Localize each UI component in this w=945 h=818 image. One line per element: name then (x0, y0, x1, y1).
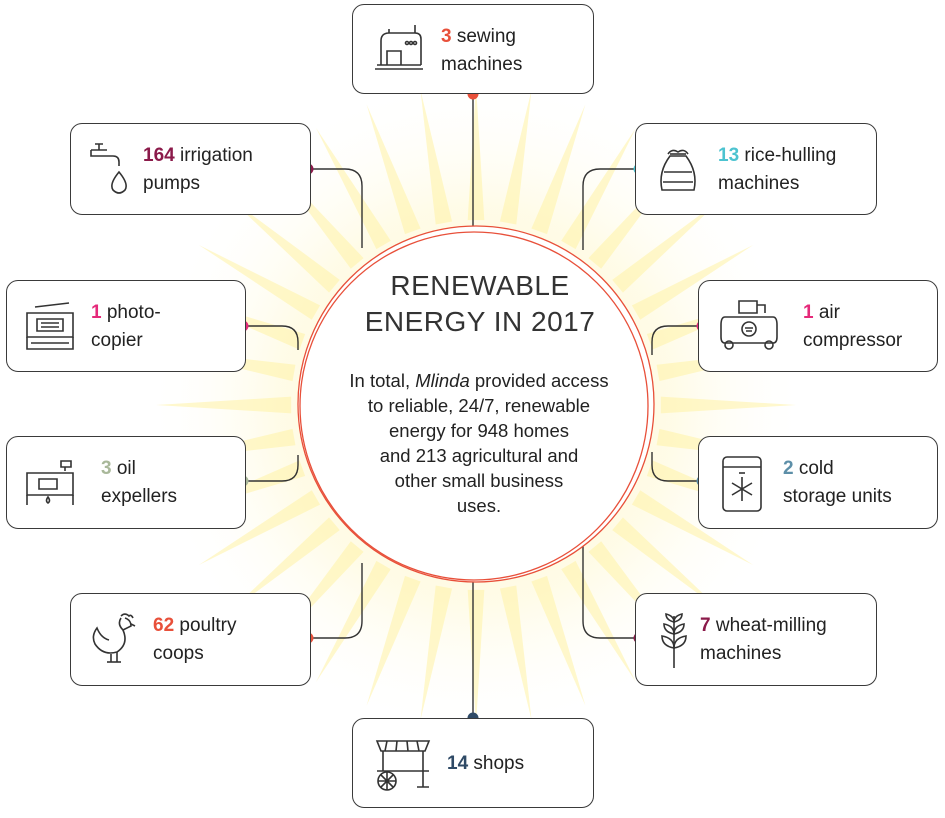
center-text-line6: uses. (456, 495, 502, 516)
irrigation-count: 164 (143, 145, 175, 166)
sun-ray (631, 245, 754, 320)
sun-ray (531, 575, 586, 706)
node-cold-storage-units: 2 cold storage units (698, 436, 938, 529)
node-wheat-milling-machines: 7 wheat-milling machines (635, 593, 877, 686)
sun-ray (499, 89, 532, 225)
irrigation-label: irrigation (174, 145, 253, 166)
sewing-label-line2: machines (441, 54, 523, 75)
node-oil-expellers: 3 oil expellers (6, 436, 246, 529)
node-poultry-coops: 62 poultry coops (70, 593, 311, 686)
center-title-line2: ENERGY IN 2017 (364, 306, 596, 337)
sun-ray (561, 127, 636, 250)
sewing-machine-icon (375, 25, 423, 70)
air-compressor-icon (720, 300, 778, 350)
rice-label: rice-hulling (739, 145, 837, 166)
sewing-count: 3 (441, 26, 452, 47)
cold-label-line2: storage units (783, 486, 892, 507)
snowflake-fridge-icon (722, 456, 762, 512)
node-irrigation-pumps: 164 irrigation pumps (70, 123, 311, 215)
poultry-label-line2: coops (153, 643, 204, 664)
node-rice-hulling-machines: 13 rice-hulling machines (635, 123, 877, 215)
sun-ray (420, 89, 453, 225)
rice-count: 13 (718, 145, 740, 166)
sun-ray (230, 517, 340, 611)
cold-label: cold (793, 458, 834, 479)
oil-count: 3 (101, 458, 112, 479)
sun-ray (499, 585, 532, 721)
irrigation-label-line2: pumps (143, 173, 201, 194)
sun-ray (156, 396, 292, 414)
sun-ray (366, 575, 421, 706)
node-photocopier: 1 photo- copier (6, 280, 246, 372)
shops-count: 14 (447, 753, 469, 774)
sun-ray (420, 585, 453, 721)
tap-drop-icon (90, 143, 127, 194)
node-air-compressor: 1 air compressor (698, 280, 938, 372)
oil-label-line2: expellers (101, 486, 178, 507)
sun-ray (660, 396, 796, 414)
center-text-line4: and 213 agricultural and (379, 445, 579, 466)
rice-sack-icon (660, 149, 696, 191)
sun-ray (467, 85, 485, 221)
wheat-label: wheat-milling (710, 615, 827, 636)
oil-label: oil (111, 458, 136, 479)
poultry-count: 62 (153, 615, 175, 636)
shops-label: shops (468, 753, 525, 774)
rooster-icon (92, 613, 136, 663)
sun-ray (467, 589, 485, 725)
market-cart-icon (375, 740, 431, 791)
sun-ray (366, 104, 421, 235)
center-text-line1: In total, Mlinda provided access (349, 370, 609, 391)
photocopier-label: photo- (101, 302, 161, 323)
sun-ray (631, 490, 754, 565)
center-text-line3: energy for 948 homes (389, 420, 569, 441)
center-ring-inner (299, 231, 649, 581)
photocopier-icon (26, 302, 74, 350)
sewing-label: sewing (451, 26, 516, 47)
wheat-icon (661, 612, 687, 668)
cold-count: 2 (783, 458, 794, 479)
photocopier-label-line2: copier (91, 330, 143, 351)
rice-label-line2: machines (718, 173, 800, 194)
sun-ray (561, 560, 636, 683)
sun-ray (230, 199, 340, 293)
mlinda-name: Mlinda (415, 370, 470, 391)
sun-ray (531, 104, 586, 235)
sun-ray (198, 490, 321, 565)
center-title-line1: RENEWABLE (390, 270, 570, 301)
wheat-label-line2: machines (700, 643, 782, 664)
wheat-count: 7 (700, 615, 711, 636)
center-ring-outer (297, 225, 655, 583)
sun-ray (198, 245, 321, 320)
connector-lines (243, 94, 702, 718)
center-description: In total, Mlinda provided access to reli… (312, 368, 646, 518)
air-count: 1 (803, 302, 814, 323)
node-shops: 14 shops (352, 718, 594, 808)
air-label-line2: compressor (803, 330, 903, 351)
sun-ray (612, 517, 722, 611)
center-text-line5: other small business (394, 470, 564, 491)
poultry-label: poultry (174, 615, 237, 636)
oil-expeller-icon (26, 460, 74, 505)
air-label: air (813, 302, 840, 323)
sun-ray (316, 560, 391, 683)
center-text-line2: to reliable, 24/7, renewable (367, 395, 591, 416)
center-title: RENEWABLE ENERGY IN 2017 (340, 268, 620, 340)
node-sewing-machines: 3 sewing machines (352, 4, 594, 94)
photocopier-count: 1 (91, 302, 102, 323)
sun-ray (612, 199, 722, 293)
sun-ray (316, 127, 391, 250)
